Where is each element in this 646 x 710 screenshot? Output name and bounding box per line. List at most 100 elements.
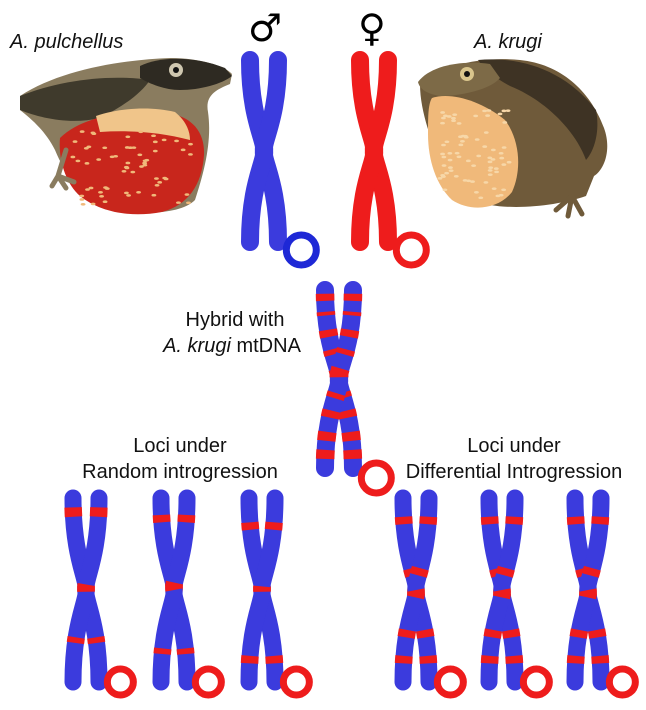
differential-label-line2: Differential Introgression bbox=[386, 460, 642, 484]
lizard-illustration-icon bbox=[418, 59, 607, 216]
dewlap-speckle bbox=[488, 173, 493, 176]
species-left-label: A. pulchellus bbox=[10, 30, 123, 54]
dewlap-speckle bbox=[460, 140, 465, 143]
random-introgression-chromosome bbox=[161, 498, 221, 695]
dewlap-speckle bbox=[442, 164, 447, 167]
dewlap-speckle bbox=[85, 188, 90, 191]
dewlap-speckle bbox=[471, 164, 476, 167]
mtdna-ring-icon bbox=[523, 669, 549, 695]
dewlap-speckle bbox=[103, 200, 108, 203]
dewlap-speckle bbox=[96, 158, 101, 161]
random-label-line2: Random introgression bbox=[60, 460, 300, 484]
dewlap-speckle bbox=[142, 164, 147, 167]
dewlap-speckle bbox=[448, 159, 453, 162]
dewlap-speckle bbox=[137, 153, 142, 156]
dewlap-speckle bbox=[440, 111, 445, 114]
dewlap-speckle bbox=[99, 195, 104, 198]
female-symbol-icon: ♀ bbox=[358, 8, 386, 48]
dewlap-speckle bbox=[473, 115, 478, 118]
dewlap-speckle bbox=[144, 159, 149, 162]
dewlap-speckle bbox=[492, 187, 497, 190]
dewlap-speckle bbox=[138, 131, 143, 134]
dewlap-speckle bbox=[491, 149, 496, 152]
dewlap-speckle bbox=[125, 162, 130, 165]
dewlap-speckle bbox=[474, 191, 479, 194]
dewlap-speckle bbox=[73, 140, 78, 143]
dewlap-speckle bbox=[91, 132, 96, 135]
dewlap-speckle bbox=[125, 135, 130, 138]
dewlap-speckle bbox=[153, 141, 158, 144]
dewlap-speckle bbox=[506, 109, 511, 112]
differential-label-line1: Loci under bbox=[386, 434, 642, 458]
dewlap-speckle bbox=[91, 203, 96, 206]
dewlap-speckle bbox=[501, 189, 506, 192]
dewlap-speckle bbox=[185, 193, 190, 196]
dewlap-speckle bbox=[502, 146, 507, 149]
dewlap-speckle bbox=[482, 145, 487, 148]
dewlap-speckle bbox=[457, 122, 462, 125]
dewlap-speckle bbox=[79, 195, 84, 198]
dewlap-speckle bbox=[499, 152, 504, 155]
dewlap-speckle bbox=[162, 139, 167, 142]
dewlap-speckle bbox=[461, 135, 466, 138]
mtdna-ring-icon bbox=[283, 669, 309, 695]
dewlap-speckle bbox=[124, 192, 129, 195]
dewlap-speckle bbox=[482, 110, 487, 113]
dewlap-speckle bbox=[86, 145, 91, 148]
dewlap-speckle bbox=[440, 153, 445, 156]
dewlap-speckle bbox=[441, 117, 446, 120]
dewlap-speckle bbox=[502, 121, 507, 124]
mtdna-ring-icon bbox=[286, 235, 316, 265]
dewlap-speckle bbox=[475, 138, 480, 141]
dewlap-speckle bbox=[447, 152, 452, 155]
dewlap-speckle bbox=[130, 171, 135, 174]
dewlap-speckle bbox=[81, 203, 86, 206]
dewlap-speckle bbox=[441, 156, 446, 159]
dewlap-speckle bbox=[126, 194, 131, 197]
dewlap-speckle bbox=[451, 119, 456, 122]
dewlap-speckle bbox=[478, 196, 483, 199]
dewlap-speckle bbox=[80, 130, 85, 133]
dewlap-speckle bbox=[76, 160, 81, 163]
dewlap-speckle bbox=[494, 167, 499, 170]
dewlap-speckle bbox=[443, 188, 448, 191]
dewlap-speckle bbox=[488, 161, 493, 164]
dewlap-speckle bbox=[488, 166, 493, 169]
dewlap-speckle bbox=[153, 150, 158, 153]
dewlap-speckle bbox=[188, 143, 193, 146]
dewlap-speckle bbox=[79, 198, 84, 201]
dewlap-speckle bbox=[162, 177, 167, 180]
dewlap-speckle bbox=[454, 175, 459, 178]
dewlap-speckle bbox=[438, 177, 443, 180]
random-label-line1: Loci under bbox=[60, 434, 300, 458]
dewlap-speckle bbox=[491, 158, 496, 161]
dewlap-speckle bbox=[484, 181, 489, 184]
dewlap-speckle bbox=[486, 109, 491, 112]
mtdna-ring-icon bbox=[396, 235, 426, 265]
dewlap-speckle bbox=[440, 174, 445, 177]
dewlap-speckle bbox=[501, 163, 506, 166]
dewlap-speckle bbox=[128, 146, 133, 149]
dewlap-speckle bbox=[188, 153, 193, 156]
dewlap-speckle bbox=[455, 152, 460, 155]
hybrid-mtdna-text: mtDNA bbox=[231, 335, 301, 357]
hybrid-label-line1: Hybrid with bbox=[160, 308, 310, 332]
differential-introgression-chromosome bbox=[403, 498, 463, 695]
dewlap-speckle bbox=[485, 114, 490, 117]
dewlap-speckle bbox=[103, 186, 108, 189]
mtdna-ring-icon bbox=[107, 669, 133, 695]
dewlap-speckle bbox=[186, 201, 191, 204]
random-introgression-chromosome bbox=[73, 498, 133, 695]
dewlap-speckle bbox=[151, 194, 156, 197]
dewlap-speckle bbox=[440, 122, 445, 125]
random-introgression-chromosome bbox=[249, 498, 309, 695]
dewlap-speckle bbox=[155, 184, 160, 187]
hybrid-label-line2: A. krugi mtDNA bbox=[152, 334, 312, 358]
dewlap-speckle bbox=[451, 117, 456, 120]
dewlap-speckle bbox=[98, 191, 103, 194]
dewlap-speckle bbox=[157, 181, 162, 184]
dewlap-speckle bbox=[507, 161, 512, 164]
dewlap-speckle bbox=[444, 172, 449, 175]
